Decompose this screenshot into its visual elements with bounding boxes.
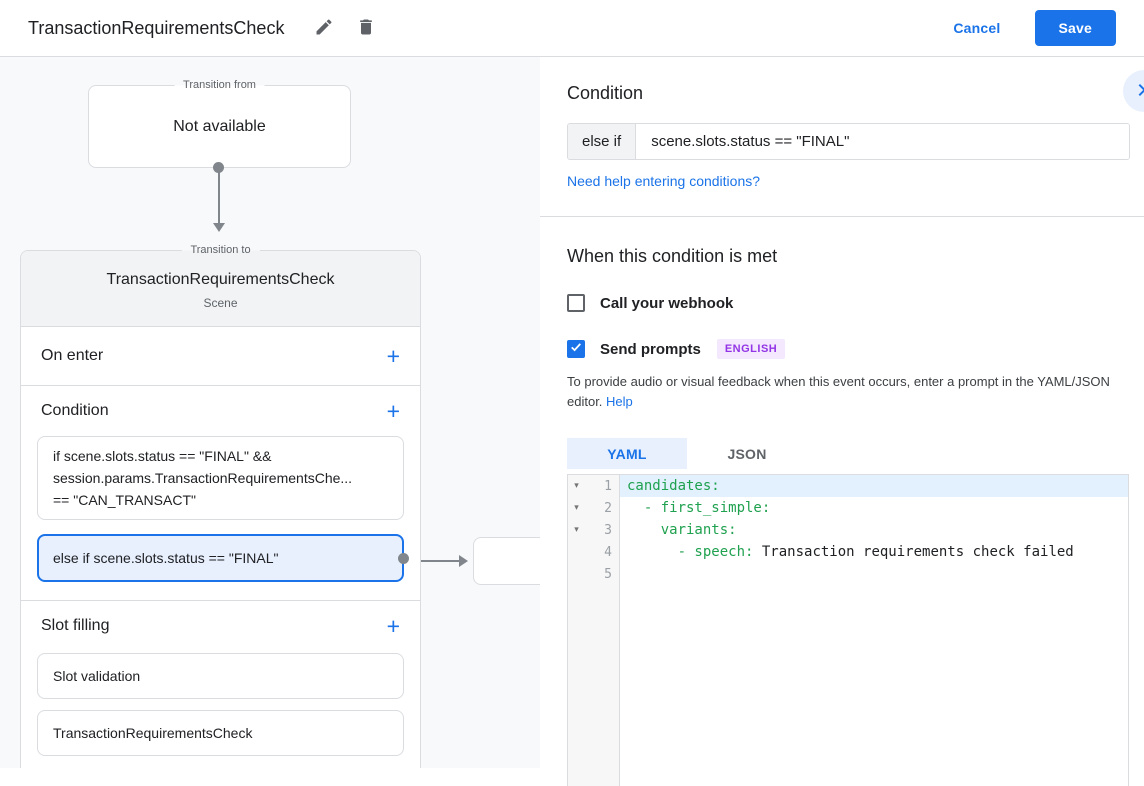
condition-section-label: Condition [41,402,109,419]
editor-gutter: ▾ 1 ▾ 2 ▾ 3 4 5 [568,475,620,786]
condition-item-selected[interactable]: else if scene.slots.status == "FINAL" [37,534,409,582]
condition-item[interactable]: if scene.slots.status == "FINAL" && sess… [37,436,404,520]
webhook-label: Call your webhook [600,294,734,312]
yaml-code-editor[interactable]: ▾ 1 ▾ 2 ▾ 3 4 5 candidates: - first_simple:… [567,474,1129,786]
send-prompts-checkbox[interactable] [567,340,585,358]
arrow-right-icon [459,555,468,567]
page-title: TransactionRequirementsCheck [28,17,285,38]
code-segment: variants: [627,522,737,538]
collapse-panel-button[interactable] [1123,70,1144,112]
arrow-down-icon [213,223,225,232]
add-condition-button[interactable]: + [386,398,400,424]
condition-heading: Condition [567,83,644,103]
code-line: candidates: [620,475,1128,497]
line-number: 2 [604,500,612,516]
help-link[interactable]: Help [606,394,633,409]
transition-from-legend: Transition from [174,78,265,93]
transition-from-value: Not available [173,117,266,135]
send-prompts-row: Send prompts ENGLISH [567,339,1129,359]
trash-icon [356,17,376,40]
connector-line-horizontal [404,560,461,562]
edit-button[interactable] [310,13,338,44]
tab-json[interactable]: JSON [727,445,767,462]
fold-icon[interactable]: ▾ [574,503,579,513]
cancel-button[interactable]: Cancel [953,20,1001,36]
add-slot-button[interactable]: + [386,613,400,639]
condition-item-text: else if scene.slots.status == "FINAL" [53,550,279,566]
condition-prefix-label: else if [568,124,637,159]
condition-detail-panel: Condition else if Need help entering con… [540,57,1144,786]
header: TransactionRequirementsCheck Cancel Save [0,0,1144,57]
condition-input-group: else if [567,123,1130,160]
pencil-icon [314,17,334,40]
transition-to-legend: Transition to [181,243,260,258]
slot-filling-label: Slot filling [41,617,110,634]
scene-name: TransactionRequirementsCheck [106,271,335,288]
scene-card-header[interactable]: TransactionRequirementsCheck Scene [21,251,420,327]
fold-icon[interactable]: ▾ [574,525,579,535]
scene-graph-canvas: Transition from Not available Transition… [0,57,540,768]
fold-icon[interactable]: ▾ [574,481,579,491]
delete-button[interactable] [352,13,380,44]
slot-filling-section: Slot filling + Slot validation Transacti… [21,601,420,756]
code-line: variants: [620,519,1128,541]
connector-dot-right [398,552,409,564]
code-line: - speech: Transaction requirements check… [620,541,1128,563]
description-text: To provide audio or visual feedback when… [567,374,1110,409]
editor-tabs: YAML JSON [567,438,1129,469]
code-segment: Transaction requirements check failed [753,544,1074,560]
on-enter-row[interactable]: On enter + [21,327,420,386]
slot-item[interactable]: Slot validation [37,653,404,699]
editor-code-area[interactable]: candidates: - first_simple: variants: - … [620,475,1128,786]
line-number: 4 [604,544,612,560]
line-number: 5 [604,566,612,582]
webhook-row: Call your webhook [567,294,1129,312]
scene-type-label: Scene [203,296,238,310]
webhook-checkbox[interactable] [567,294,585,312]
transition-target-node[interactable] [473,537,540,585]
scene-card: Transition to TransactionRequirementsChe… [20,243,421,768]
code-line: - first_simple: [620,497,1128,519]
condition-editor-section: Condition else if Need help entering con… [540,57,1144,217]
chevron-right-icon [1130,78,1144,105]
code-segment: candidates: [627,478,720,494]
transition-from-node[interactable]: Transition from Not available [88,78,351,168]
condition-section: Condition + if scene.slots.status == "FI… [21,386,420,601]
language-badge: ENGLISH [716,339,786,359]
tab-yaml[interactable]: YAML [567,438,687,469]
prompts-description: To provide audio or visual feedback when… [567,372,1129,412]
slot-item[interactable]: TransactionRequirementsCheck [37,710,404,756]
add-on-enter-button[interactable]: + [386,343,400,369]
line-number: 3 [604,522,612,538]
condition-expression-input[interactable] [636,124,1129,159]
save-button[interactable]: Save [1034,10,1116,46]
on-enter-label: On enter [41,347,104,364]
connector-line-vertical [218,167,220,224]
code-segment: - first_simple: [627,500,771,516]
code-segment: - speech: [627,544,754,560]
line-number: 1 [604,478,612,494]
send-prompts-label: Send prompts [600,340,701,358]
condition-help-link[interactable]: Need help entering conditions? [567,173,761,189]
when-condition-met-section: When this condition is met Call your web… [540,217,1144,786]
when-met-heading: When this condition is met [567,246,778,266]
code-line [620,563,1128,585]
checkmark-icon [569,340,583,359]
